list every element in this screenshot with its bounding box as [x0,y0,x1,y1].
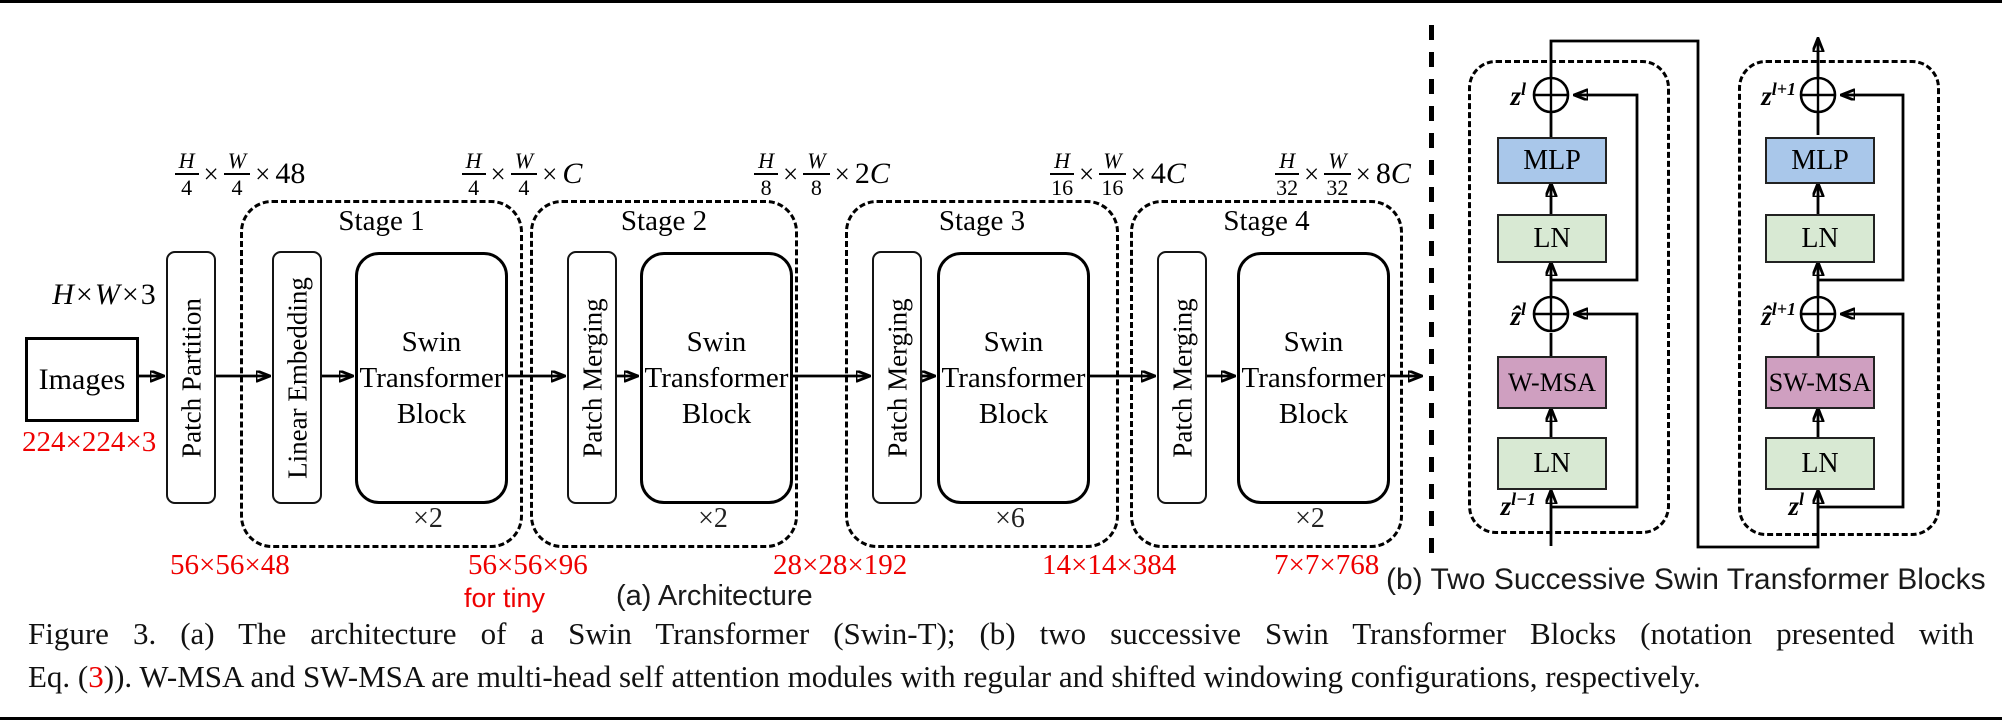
ln-top-box-block1: LN [1497,214,1607,263]
patch-partition-box: Patch Partition [166,251,216,504]
stage-4-container: Stage 4 [1130,200,1403,548]
patch-merging-box-stage2: Patch Merging [567,251,617,504]
stage-3-title: Stage 3 [938,205,1026,237]
w-msa-box: W-MSA [1497,356,1607,409]
z-in-label-block1: zl−1 [1500,489,1536,521]
panel-divider [1429,25,1434,560]
ln-bottom-box-block1: LN [1497,437,1607,490]
swin-transformer-block-stage3: Swin Transformer Block [937,252,1090,504]
red-annotation-3: 28×28×192 [773,549,908,581]
input-image-box: Images [25,337,139,422]
red-annotation-2: 56×56×96 [468,549,588,581]
multiplier-stage3: ×6 [995,503,1025,534]
stage-4-title: Stage 4 [1223,205,1310,237]
figure-caption-line2: Eq. (3)). W-MSA and SW-MSA are multi-hea… [28,659,1701,694]
z-out-label-block1: zl [1510,79,1526,111]
stage-1-title: Stage 1 [338,205,425,237]
ln-top-box-block2: LN [1765,214,1875,263]
swin-transformer-block-stage4: Swin Transformer Block [1237,252,1390,504]
mlp-box-block2: MLP [1765,137,1875,184]
architecture-caption: (a) Architecture [616,580,813,612]
red-annotation-input: 224×224×3 [22,426,157,458]
blocks-caption: (b) Two Successive Swin Transformer Bloc… [1386,563,1986,596]
red-annotation-4: 14×14×384 [1042,549,1177,581]
patch-merging-box-stage3: Patch Merging [872,251,922,504]
z-hat-label-block2: ẑl+1 [1761,299,1796,331]
z-in-label-block2: zl [1788,489,1804,521]
multiplier-stage2: ×2 [698,503,728,534]
frame-top-rule [0,0,2002,3]
multiplier-stage1: ×2 [413,503,443,534]
red-annotation-5: 7×7×768 [1274,549,1380,581]
stage-1-container: Stage 1 [240,200,523,548]
frame-bottom-rule [0,717,2002,720]
stage-3-container: Stage 3 [845,200,1119,548]
ln-bottom-box-block2: LN [1765,437,1875,490]
stage-2-container: Stage 2 [530,200,798,548]
figure-caption-line1: Figure 3. (a) The architecture of a Swin… [28,616,1974,651]
z-hat-label-block1: ẑl [1510,299,1526,331]
input-size-math-label: H×W×3 [52,278,156,311]
mlp-box-block1: MLP [1497,137,1607,184]
patch-merging-box-stage4: Patch Merging [1157,251,1207,504]
z-out-label-block2: zl+1 [1761,79,1796,111]
equation-ref: 3 [88,659,104,694]
linear-embedding-box: Linear Embedding [272,251,322,504]
for-tiny-note: for tiny [464,583,546,613]
sw-msa-box: SW-MSA [1765,356,1875,409]
multiplier-stage4: ×2 [1295,503,1325,534]
red-annotation-1: 56×56×48 [170,549,290,581]
swin-transformer-block-stage2: Swin Transformer Block [640,252,793,504]
stage-2-title: Stage 2 [620,205,708,237]
swin-transformer-block-stage1: Swin Transformer Block [355,252,508,504]
